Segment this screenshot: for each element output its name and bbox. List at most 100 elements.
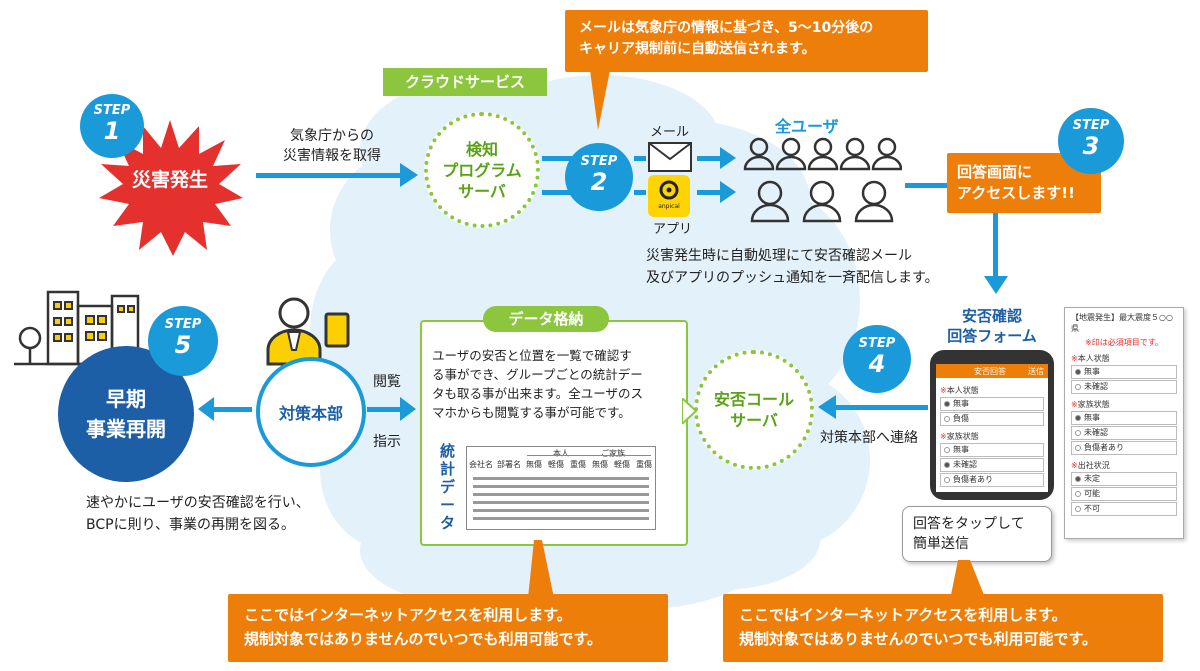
phone-q2-opt1[interactable]: 無事 [940, 443, 1044, 457]
step3-word: STEP [1072, 118, 1110, 133]
mail-icon [648, 142, 692, 172]
data-box-pointer [682, 398, 698, 424]
auto-process-text: 災害発生時に自動処理にて安否確認メール 及びアプリのプッシュ通知を一斉配信します… [646, 248, 939, 286]
phone-q2: ※家族状態 [940, 432, 979, 441]
step3-badge: STEP 3 [1058, 108, 1124, 174]
arrow-mail-users-head [720, 147, 736, 169]
anpical-logo-icon [659, 180, 679, 200]
step2-word: STEP [580, 154, 618, 169]
arrow-app-users-head [720, 181, 736, 203]
stats-placeholder-rows [473, 477, 649, 520]
stats-col-8: 重傷 [636, 460, 652, 469]
form-panel-q3-opt1[interactable]: 未定 [1071, 472, 1177, 486]
stats-label: 統計データ [440, 442, 456, 532]
arrow-hq-to-resume-head [198, 397, 214, 421]
phone-q2-opt2[interactable]: 未確認 [940, 458, 1044, 472]
form-panel-q2-opt3[interactable]: 負傷者あり [1071, 441, 1177, 455]
step4-badge: STEP 4 [843, 325, 911, 393]
step2-badge: STEP 2 [565, 143, 633, 211]
arrow-detect-step2-b [542, 190, 572, 195]
mail-label: メール [650, 125, 690, 140]
all-users-label: 全ユーザ [775, 117, 839, 136]
form-panel-header: 【地震発生】最大震度５○○県 [1071, 313, 1173, 333]
step2-number: 2 [590, 168, 608, 196]
step1-word: STEP [93, 103, 131, 118]
arrow-step3-down [993, 213, 998, 278]
tap-send-bubble: 回答をタップして 簡単送信 [902, 506, 1052, 562]
stats-col-6: 無傷 [592, 460, 608, 469]
stats-header-row: 会社名 部署名 無傷 軽傷 重傷 無傷 軽傷 重傷 [467, 459, 655, 470]
data-desc-text: ユーザの安否と位置を一覧で確認す る事ができ、グループごとの統計デー タも取る事… [432, 348, 644, 420]
users-group-icon [743, 137, 902, 223]
step5-word: STEP [164, 317, 202, 332]
arrow-step3-down-head [984, 276, 1008, 294]
form-panel-q1-opt1[interactable]: 無事 [1071, 365, 1177, 379]
arrow-to-detect [256, 173, 404, 178]
phone-q1-opt2[interactable]: 負傷 [940, 412, 1044, 426]
top-callout: メールは気象庁の情報に基づき、5〜10分後の キャリア規制前に自動送信されます。 [565, 10, 928, 72]
form-panel-q2-opt2[interactable]: 未確認 [1071, 426, 1177, 440]
phone-screen: 安否回答 送信 ※本人状態 無事 負傷 ※家族状態 無事 未確認 負傷者あり [936, 364, 1048, 492]
arrow-hq-to-resume [210, 407, 252, 412]
step3-number: 3 [1082, 132, 1100, 160]
step5-badge: STEP 5 [148, 306, 218, 376]
bottom-right-pointer [950, 560, 986, 600]
phone-q2-opt3[interactable]: 負傷者あり [940, 473, 1044, 487]
stats-col-3: 無傷 [526, 460, 542, 469]
arrow-detect-step2-a [542, 156, 572, 161]
step1-badge: STEP 1 [80, 94, 144, 158]
browse-text: 閲覧 [373, 374, 401, 390]
form-panel-note: ※印は必須項目です。 [1085, 338, 1163, 347]
arrow-hq-to-data [367, 407, 403, 412]
fetch-info-text: 気象庁からの 災害情報を取得 [283, 128, 381, 164]
top-callout-pointer [590, 70, 610, 130]
instruct-text: 指示 [373, 434, 401, 450]
form-panel-q2: ※家族状態 [1071, 400, 1110, 409]
form-panel: 【地震発生】最大震度５○○県 ※印は必須項目です。 ※本人状態 無事 未確認 ※… [1064, 307, 1184, 539]
arrow-users-step3 [905, 183, 947, 188]
bottom-left-pointer [528, 540, 554, 598]
arrow-to-detect-head [400, 163, 418, 187]
stats-group2: ご家族 [601, 449, 625, 458]
form-panel-q1-opt2[interactable]: 未確認 [1071, 380, 1177, 394]
bottom-callout-right: ここではインターネットアクセスを利用します。 規制対象ではありませんのでいつでも… [723, 594, 1163, 662]
phone-header-send[interactable]: 送信 [1028, 367, 1044, 376]
arrow-step2-mail-a [634, 156, 646, 161]
contact-hq-text: 対策本部へ連絡 [820, 430, 918, 446]
arrow-step2-app-a [634, 190, 646, 195]
form-panel-q1: ※本人状態 [1071, 354, 1110, 363]
form-panel-q2-opt1[interactable]: 無事 [1071, 411, 1177, 425]
form-panel-q3-opt3[interactable]: 不可 [1071, 502, 1177, 516]
step4-number: 4 [868, 350, 886, 378]
arrow-mail-users [697, 156, 723, 161]
call-server: 安否コール サーバ [694, 350, 814, 470]
bottom-callout-left: ここではインターネットアクセスを利用します。 規制対象ではありませんのでいつでも… [228, 594, 668, 662]
data-storage-label: データ格納 [483, 306, 609, 332]
phone-q1: ※本人状態 [940, 386, 979, 395]
stats-col-4: 軽傷 [548, 460, 564, 469]
hq-person-icon [266, 297, 350, 366]
disaster-label: 災害発生 [131, 169, 208, 191]
resume-desc-text: 速やかにユーザの安否確認を行い、 BCPに則り、事業の再開を図る。 [86, 495, 310, 533]
safety-form-title: 安否確認 回答フォーム [947, 307, 1037, 345]
step1-number: 1 [103, 117, 121, 145]
app-icon: anpical [648, 175, 690, 217]
cloud-service-label: クラウドサービス [383, 68, 547, 96]
app-icon-text: anpical [658, 203, 680, 210]
step4-word: STEP [858, 336, 896, 351]
arrow-hq-to-data-head [400, 397, 416, 421]
step5-number: 5 [174, 331, 192, 359]
stats-col-company: 会社名 [469, 460, 493, 469]
stats-table: 本人 ご家族 会社名 部署名 無傷 軽傷 重傷 無傷 軽傷 重傷 [466, 446, 656, 530]
arrow-phone-to-server-head [818, 395, 836, 419]
stats-col-7: 軽傷 [614, 460, 630, 469]
form-panel-q3-opt2[interactable]: 可能 [1071, 487, 1177, 501]
form-panel-q3: ※出社状況 [1071, 461, 1110, 470]
phone-header-bar: 安否回答 送信 [936, 364, 1048, 378]
app-label: アプリ [653, 222, 693, 237]
phone-q1-opt1[interactable]: 無事 [940, 397, 1044, 411]
disaster-burst [99, 120, 243, 256]
stats-col-dept: 部署名 [497, 460, 521, 469]
arrow-app-users [697, 190, 723, 195]
phone-header-title: 安否回答 [974, 367, 1006, 376]
